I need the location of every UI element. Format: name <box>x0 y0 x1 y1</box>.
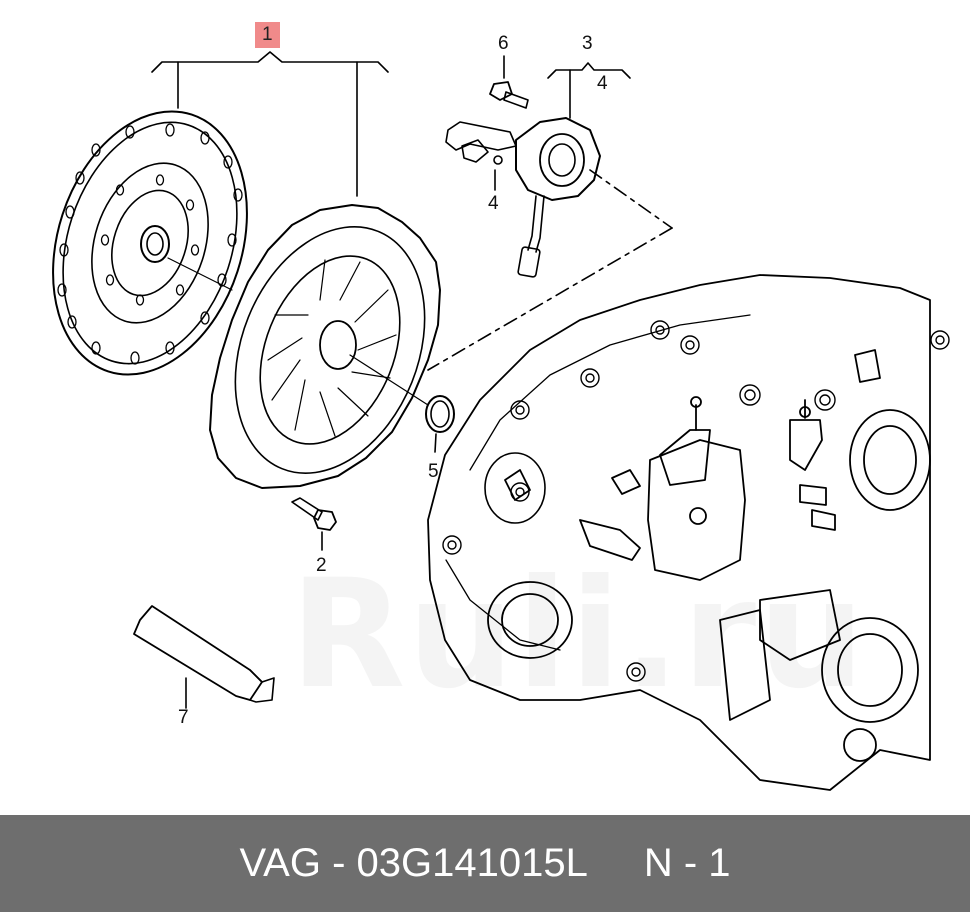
callout-3: 3 <box>582 33 593 54</box>
fitting-item-4 <box>461 139 503 191</box>
slave-cylinder-item-3 <box>427 117 673 371</box>
footer-bar: VAG - 03G141015L N - 1 <box>0 815 970 912</box>
position-label: N - 1 <box>643 841 731 885</box>
grease-tube-item-7 <box>133 605 275 709</box>
axis-line-plate <box>349 354 429 406</box>
bolt-item-6 <box>489 55 529 109</box>
callout-7: 7 <box>178 707 189 728</box>
clutch-disc <box>52 110 248 376</box>
watermark-text: Ruli.ru <box>290 560 867 710</box>
callout-4-top: 4 <box>597 73 608 94</box>
pressure-plate <box>209 204 441 489</box>
callout-2: 2 <box>316 555 327 576</box>
callout-1: 1 <box>255 22 280 48</box>
exploded-parts-diagram <box>52 51 950 791</box>
callout-5: 5 <box>428 461 439 482</box>
bracket-item-3 <box>547 62 631 119</box>
axis-line-disc <box>167 257 233 291</box>
callout-4-bottom: 4 <box>488 193 499 214</box>
o-ring-item-5 <box>425 395 455 453</box>
part-number-label: VAG - 03G141015L <box>239 841 588 885</box>
callout-6: 6 <box>498 33 509 54</box>
bracket-item-1 <box>151 51 389 197</box>
bolt-item-2 <box>291 497 337 551</box>
gearbox-housing <box>427 274 950 791</box>
